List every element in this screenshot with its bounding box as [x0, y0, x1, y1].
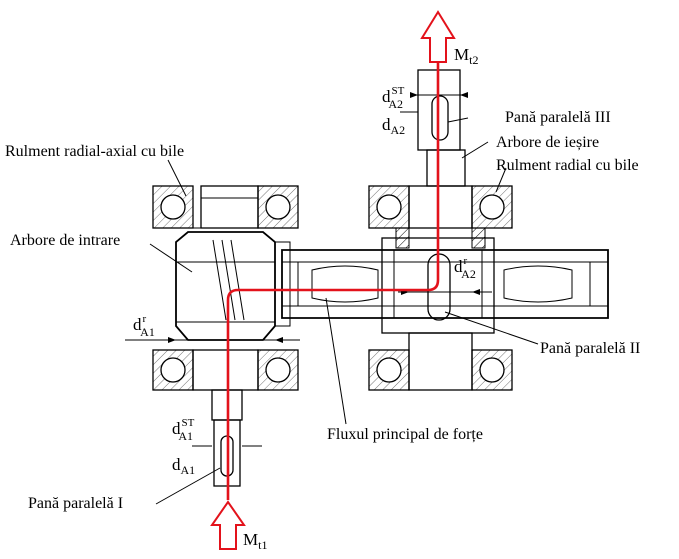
upper-output-bearing: [368, 185, 513, 249]
input-shaft-assembly: [125, 185, 300, 487]
force-flow-path: [210, 10, 456, 550]
symbol-mt1: Mt1: [243, 530, 267, 552]
label-key-i: Pană paralelă I: [28, 495, 123, 512]
leader-lines: [149, 117, 539, 505]
lower-input-bearing: [152, 349, 299, 391]
symbol-mt2: Mt2: [454, 45, 478, 67]
label-main-force-flow: Fluxul principal de forțe: [327, 426, 483, 443]
label-key-iii: Pană paralelă III: [505, 109, 611, 126]
output-shaft-stub: [400, 69, 468, 187]
output-torque-arrow: [420, 10, 456, 63]
symbol-da2: dA2: [382, 115, 405, 137]
label-angular-contact-bearing: Rulment radial-axial cu bile: [5, 143, 184, 160]
label-radial-bearing: Rulment radial cu bile: [496, 157, 639, 174]
symbol-da1: dA1: [172, 455, 195, 477]
output-shaft-assembly: [281, 69, 609, 391]
dimension-da1r: [125, 337, 300, 343]
input-pinion: [175, 231, 291, 341]
label-input-shaft: Arbore de intrare: [10, 232, 120, 249]
lower-output-bearing: [368, 332, 513, 391]
upper-input-bearing: [152, 185, 299, 229]
input-torque-arrow: [210, 500, 246, 550]
label-output-shaft: Arbore de ieșire: [496, 134, 599, 151]
label-key-ii: Pană paralelă II: [540, 340, 640, 357]
